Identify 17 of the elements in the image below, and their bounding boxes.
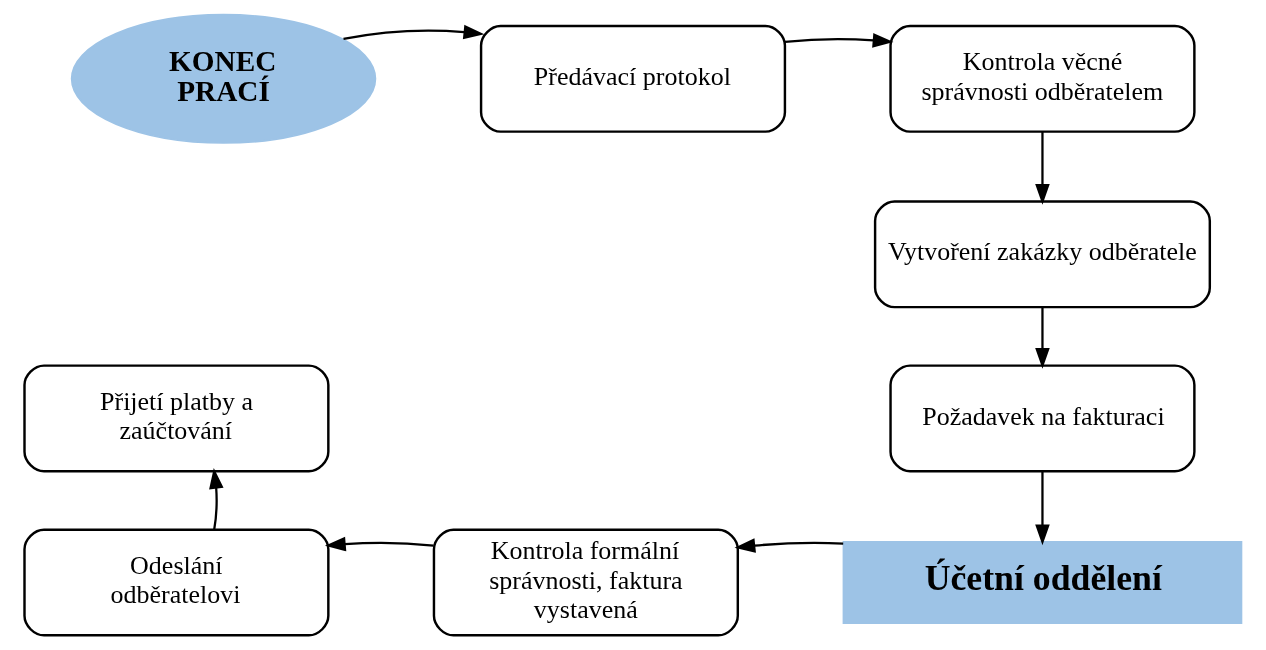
arrow	[1035, 307, 1050, 369]
arrow	[734, 538, 844, 553]
node-box: Odeslání odběratelovi	[23, 528, 330, 637]
node-box: Kontrola formální správnosti, faktura vystavená	[432, 528, 739, 637]
arrow	[1035, 471, 1050, 546]
arrow	[784, 33, 894, 48]
arrow	[209, 468, 224, 530]
node-box: Přijetí platby a zaúčtování	[23, 364, 330, 473]
node-ellipse: KONEC PRACÍ	[70, 13, 377, 144]
node-box: Předávací protokol	[479, 24, 787, 133]
arrow	[1035, 131, 1050, 205]
node-box: Účetní oddělení	[842, 541, 1243, 624]
arrow	[343, 24, 485, 41]
node-box: Kontrola věcné správnosti odběratelem	[889, 24, 1196, 133]
node-box: Vytvoření zakázky odběratele	[873, 200, 1212, 309]
node-box: Požadavek na fakturaci	[889, 364, 1196, 473]
arrow	[324, 536, 434, 552]
